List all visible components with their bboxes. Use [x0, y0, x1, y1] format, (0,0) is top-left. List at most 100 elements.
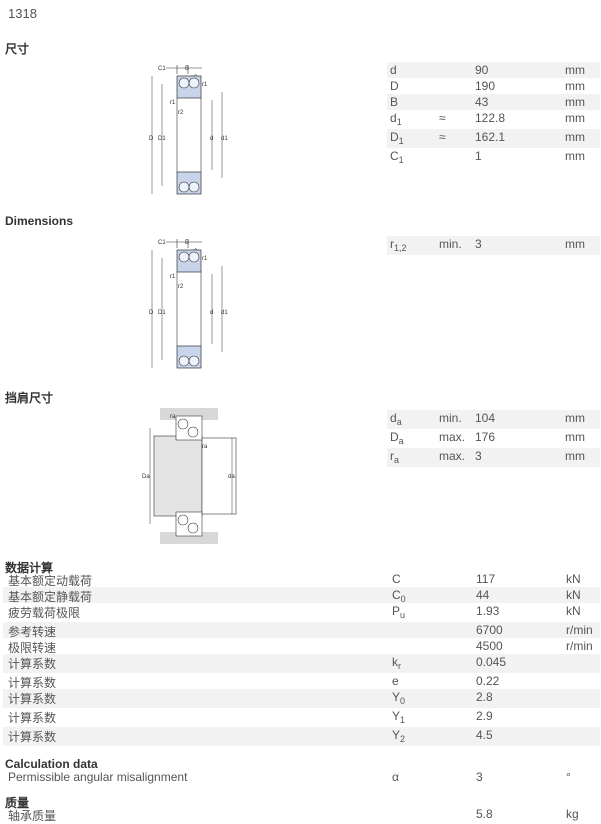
diagram-label-d: d: [210, 310, 213, 316]
diagram-label-c1: C1: [158, 240, 166, 246]
abutment-relation: min.: [439, 411, 462, 425]
abutment-value: 104: [475, 411, 496, 425]
table-row: D 190 mm: [387, 78, 600, 94]
dimension-symbol: d1: [390, 111, 402, 127]
dimensions-table: d 90 mm D 190 mm B 43 mm d1 ≈ 122.8 mm D…: [387, 62, 600, 167]
diagram-label-c1: C1: [158, 66, 166, 72]
calc-label: 参考转速: [8, 625, 57, 639]
dimension-value: 90: [475, 63, 489, 77]
diagram-label-ra-inner: ra: [202, 444, 208, 450]
dimension-unit: mm: [565, 237, 585, 251]
table-row: 参考转速 6700 r/min: [3, 622, 600, 639]
calc-value: 1.93: [476, 604, 500, 618]
diagram-label-r1-inner: r1: [170, 274, 176, 280]
diagram-label-d-outer: D: [149, 310, 154, 316]
calc-unit: r/min: [566, 623, 593, 637]
dimension-unit: mm: [565, 130, 585, 144]
dimension-symbol: C1: [390, 149, 404, 165]
abutment-value: 176: [475, 430, 496, 444]
section-mass: 质量: [5, 796, 30, 810]
misalignment-unit: °: [566, 770, 571, 784]
diagram-label-da-inner: da: [228, 474, 235, 480]
calc-symbol: C: [392, 572, 401, 586]
calc-symbol: kr: [392, 655, 401, 671]
section-dimensions-cn: 尺寸: [5, 42, 30, 56]
table-row: da min. 104 mm: [387, 410, 600, 429]
dimension-symbol: D1: [390, 130, 404, 146]
dimension-symbol: B: [390, 95, 399, 109]
table-row: d 90 mm: [387, 62, 600, 78]
calc-symbol: Y0: [392, 690, 406, 706]
table-row: B 43 mm: [387, 94, 600, 110]
table-row: r1,2 min. 3 mm: [387, 236, 600, 255]
calc-value: 44: [476, 588, 490, 602]
calc-label: 基本额定静载荷: [8, 590, 93, 604]
section-abutment: 挡肩尺寸: [5, 391, 54, 405]
table-row: ra max. 3 mm: [387, 448, 600, 467]
abutment-table: da min. 104 mm Da max. 176 mm ra max. 3 …: [387, 410, 600, 467]
calc-value: 0.22: [476, 674, 500, 688]
diagram-label-r1: r1: [202, 82, 208, 88]
dimension-symbol: r1,2: [390, 237, 407, 253]
calc-value: 2.8: [476, 690, 493, 704]
bearing-cross-section-diagram: C1 B r2 r1 r1 r2 D D1 d d1: [148, 62, 238, 198]
mass-label: 轴承质量: [8, 809, 57, 823]
table-row: 疲劳载荷极限 Pu 1.93 kN: [3, 603, 600, 622]
diagram-label-d1: d1: [221, 136, 228, 142]
abutment-relation: max.: [439, 430, 466, 444]
abutment-symbol: da: [390, 411, 402, 427]
section-calc-cn: 数据计算: [5, 561, 54, 575]
abutment-unit: mm: [565, 449, 585, 463]
calc-label: 计算系数: [8, 676, 57, 690]
diagram-label-d: d: [210, 136, 213, 142]
table-row: 计算系数 Y2 4.5: [3, 727, 600, 746]
table-row: 计算系数 Y0 2.8: [3, 689, 600, 708]
calc-unit: r/min: [566, 639, 593, 653]
calc-symbol: Pu: [392, 604, 406, 620]
diagram-label-r1-inner: r1: [170, 100, 176, 106]
calc-label: 计算系数: [8, 730, 57, 744]
section-calc-en: Calculation data: [5, 757, 98, 771]
abutment-unit: mm: [565, 411, 585, 425]
calc-symbol: C0: [392, 588, 406, 604]
table-row: 计算系数 e 0.22: [3, 673, 600, 690]
dimension-value: 3: [475, 237, 482, 251]
misalignment-value: 3: [476, 770, 483, 784]
dimension-unit: mm: [565, 79, 585, 93]
diagram-label-d1: d1: [221, 310, 228, 316]
calc-value: 4500: [476, 639, 503, 653]
abutment-value: 3: [475, 449, 482, 463]
diagram-label-r1: r1: [202, 256, 208, 262]
diagram-label-b: B: [185, 66, 189, 72]
bearing-cross-section-diagram-2: C1 B r2 r1 r1 r2 D D1 d d1: [148, 236, 238, 372]
calc-label: 计算系数: [8, 711, 57, 725]
dimension-relation: ≈: [439, 111, 446, 125]
mass-table: 轴承质量 5.8 kg: [3, 806, 600, 823]
diagram-label-r2-inner: r2: [178, 284, 184, 290]
calc-unit: kN: [566, 572, 581, 586]
table-row: 极限转速 4500 r/min: [3, 638, 600, 655]
dimension-value: 43: [475, 95, 489, 109]
diagram-label-r2-inner: r2: [178, 110, 184, 116]
table-row: C1 1 mm: [387, 148, 600, 167]
calc-value: 2.9: [476, 709, 493, 723]
diagram-label-da-outer: Da: [142, 474, 150, 480]
dimensions-table-2: r1,2 min. 3 mm: [387, 236, 600, 255]
dimension-symbol: d: [390, 63, 397, 77]
abutment-relation: max.: [439, 449, 466, 463]
dimension-value: 122.8: [475, 111, 506, 125]
calc-unit: kN: [566, 588, 581, 602]
misalignment-symbol: α: [392, 770, 399, 784]
diagram-label-b: B: [185, 240, 189, 246]
mass-value: 5.8: [476, 807, 493, 821]
table-row: 基本额定静载荷 C0 44 kN: [3, 587, 600, 604]
table-row: 计算系数 kr 0.045: [3, 654, 600, 673]
calc-symbol: Y2: [392, 728, 406, 744]
calc-symbol: Y1: [392, 709, 406, 725]
calc-label: 基本额定动载荷: [8, 574, 93, 588]
dimension-unit: mm: [565, 63, 585, 77]
table-row: 轴承质量 5.8 kg: [3, 806, 600, 823]
dimension-relation: min.: [439, 237, 462, 251]
abutment-symbol: Da: [390, 430, 404, 446]
misalignment-label: Permissible angular misalignment: [8, 770, 188, 784]
